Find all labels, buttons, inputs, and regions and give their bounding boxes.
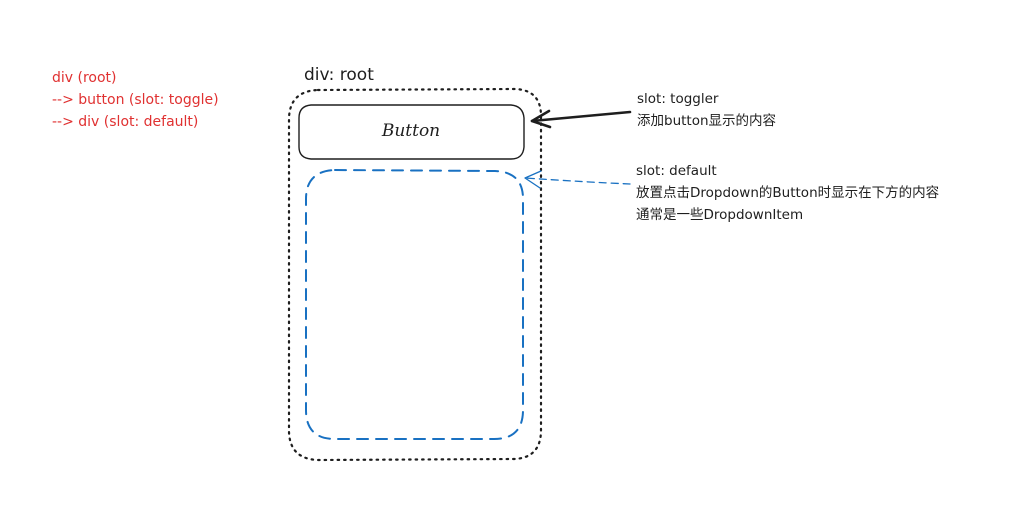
structure-tree: div (root) --> button (slot: toggle) -->… — [52, 67, 219, 133]
default-note-description: 放置点击Dropdown的Button时显示在下方的内容 — [636, 185, 940, 201]
default-slot-container — [305, 168, 525, 440]
root-label: div: root — [304, 65, 374, 85]
toggler-note-title: slot: toggler — [637, 91, 719, 107]
default-note: slot: default 放置点击Dropdown的Button时显示在下方的… — [636, 160, 939, 226]
button-label[interactable]: Button — [381, 121, 441, 141]
default-note-detail: 通常是一些DropdownItem — [636, 207, 804, 223]
tree-line-div: --> div (slot: default) — [52, 114, 199, 130]
toggler-arrow — [530, 110, 632, 123]
toggler-note: slot: toggler 添加button显示的内容 — [637, 88, 776, 132]
root-container — [287, 87, 543, 462]
tree-line-root: div (root) — [52, 70, 117, 86]
toggler-arrow-head — [530, 109, 552, 129]
tree-line-button: --> button (slot: toggle) — [52, 92, 219, 108]
toggler-note-description: 添加button显示的内容 — [637, 113, 777, 129]
default-note-title: slot: default — [636, 163, 717, 179]
default-arrow — [524, 177, 631, 185]
button-box[interactable] — [298, 104, 525, 160]
default-arrow-head — [524, 170, 542, 189]
